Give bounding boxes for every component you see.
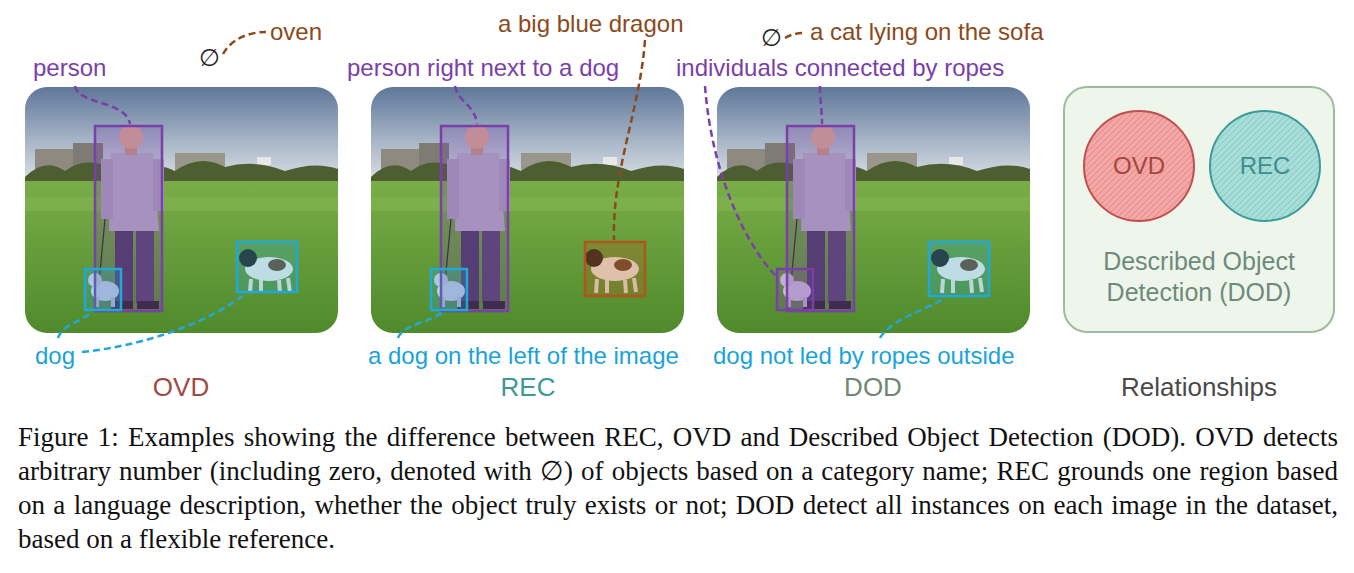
leader-line: [880, 298, 945, 338]
leader-line: [455, 86, 477, 124]
category-name: person: [33, 54, 106, 82]
circle-label: OVD: [1113, 151, 1165, 181]
description: person right next to a dog: [347, 54, 619, 82]
panel-title: Relationships: [1121, 373, 1277, 401]
dog-box: [85, 269, 121, 310]
photo-ovd: [25, 87, 338, 333]
dragon-box: [585, 242, 645, 296]
leader-line: [705, 86, 776, 276]
description: individuals connected by ropes: [676, 54, 1004, 82]
bounding-boxes: [85, 126, 989, 311]
description: dog not led by ropes outside: [713, 342, 1015, 370]
photo-rec: [371, 87, 684, 333]
figure-caption: Figure 1: Examples showing the differenc…: [18, 420, 1338, 556]
leader-line: [820, 86, 822, 124]
leader-line: [75, 86, 130, 124]
photo-dod: [717, 87, 1030, 333]
panel-label: Described Object Detection (DOD): [1065, 246, 1333, 309]
empty-set-symbol: ∅: [761, 24, 782, 52]
description: a cat lying on the sofa: [810, 18, 1043, 46]
panel-title: OVD: [153, 373, 209, 401]
circle-shape: [1084, 111, 1194, 221]
relationship-panel: OVD REC Described Object Detection (DOD): [1063, 86, 1335, 333]
rec-circle: REC: [1208, 109, 1322, 223]
ovd-circle: OVD: [1082, 109, 1196, 223]
dog-box: [929, 242, 989, 296]
dog-box: [237, 242, 297, 292]
circle-shape: [1210, 111, 1320, 221]
panel-title: DOD: [844, 373, 902, 401]
panel-title: REC: [501, 373, 556, 401]
leader-line: [785, 33, 805, 38]
description: a big blue dragon: [498, 10, 683, 38]
circle-label: REC: [1240, 151, 1291, 181]
dog-box: [777, 269, 813, 310]
empty-set-symbol: ∅: [199, 44, 220, 72]
description: a dog on the left of the image: [368, 342, 679, 370]
dog-box: [431, 269, 467, 310]
leader-line: [223, 32, 266, 54]
leader-line: [82, 294, 245, 352]
category-name: oven: [270, 18, 322, 46]
leader-line: [398, 312, 443, 338]
category-name: dog: [35, 342, 75, 370]
leader-line: [58, 312, 92, 338]
